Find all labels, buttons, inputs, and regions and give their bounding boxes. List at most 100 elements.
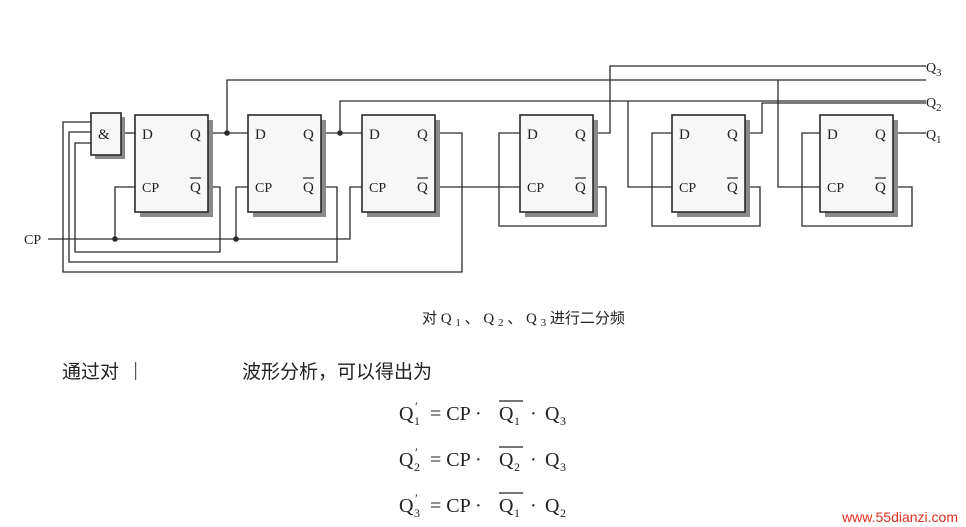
output-label-sub: 2 [936, 102, 942, 114]
eq-prime-mark: ′ [415, 491, 418, 506]
flipflop-body [134, 114, 209, 213]
flipflop-q-pin: Q [417, 127, 428, 143]
eq-bar-base: Q [499, 449, 514, 471]
caption-sep: 、 [465, 311, 480, 327]
eq-bar-sub: 1 [514, 506, 520, 520]
eq-prime-mark: ′ [415, 399, 418, 414]
flipflop-q-pin: Q [303, 127, 314, 143]
flipflop-cp-pin: CP [255, 181, 272, 196]
eq-lhs-base: Q [399, 449, 414, 471]
eq-bar-base: Q [499, 495, 514, 517]
caption-suffix: 进行二分频 [550, 310, 625, 327]
wire-cp-to-ff1 [114, 186, 135, 239]
eq-equals-cp: = CP · [430, 449, 482, 471]
caption-prefix: 对 [422, 310, 441, 327]
flipflop-q-pin: Q [875, 127, 886, 143]
caption-q-sub: 3 [541, 317, 547, 329]
caption-q-base: Q [526, 311, 537, 327]
eq-dot: · [530, 403, 537, 425]
flipflop-q-pin: Q [575, 127, 586, 143]
eq-lhs-sub: 2 [414, 460, 420, 474]
wire-ff5-loop [651, 132, 761, 227]
flipflop-d-pin: D [527, 127, 538, 143]
flipflop-body [519, 114, 594, 213]
diagram-caption: 对 Q 1 、 Q 2 、 Q 3 进行二分频 [422, 310, 625, 330]
junction-dot [112, 236, 118, 242]
flipflop-cp-pin: CP [679, 181, 696, 196]
flipflop-qbar-pin: Q [875, 180, 886, 196]
eq-dot: · [530, 449, 537, 471]
output-label-sub: 1 [936, 134, 942, 146]
and-gate-body [90, 112, 122, 156]
wire-ff1-qbar-feedback [74, 142, 221, 253]
eq-last-sub: 3 [560, 460, 566, 474]
flipflop-qbar-pin: Q [417, 180, 428, 196]
junction-dots [112, 130, 343, 242]
eq-prime-mark: ′ [415, 445, 418, 460]
eq-last-sub: 2 [560, 506, 566, 520]
watermark-text: www.55dianzi.com [841, 509, 958, 525]
caption-q-sub: 2 [498, 317, 504, 329]
cp-input-label: CP [24, 233, 41, 248]
output-label-sub: 3 [936, 67, 942, 79]
flipflop-q-pin: Q [190, 127, 201, 143]
wire-ff5-q-to-q2 [744, 102, 926, 134]
caption-q-base: Q [441, 311, 452, 327]
junction-dot [337, 130, 343, 136]
wire-cp-to-ff2 [235, 186, 248, 239]
caption-sep: 、 [507, 311, 522, 327]
flipflop-body [671, 114, 746, 213]
wire-to-ff5-cp [627, 101, 672, 188]
flipflop-d-pin: D [827, 127, 838, 143]
output-label-base: Q [926, 61, 936, 76]
eq-lhs-sub: 1 [414, 414, 420, 428]
flipflop-d-pin: D [369, 127, 380, 143]
d-flipflop: D Q CP Q [247, 114, 326, 217]
flipflop-cp-pin: CP [369, 181, 386, 196]
flipflop-d-pin: D [255, 127, 266, 143]
flipflop-body [247, 114, 322, 213]
text-cursor-mark [135, 362, 137, 380]
eq-equals-cp: = CP · [430, 495, 482, 517]
eq-lhs-base: Q [399, 495, 414, 517]
eq-lhs-base: Q [399, 403, 414, 425]
flipflop-qbar-pin: Q [303, 180, 314, 196]
wire-q3-bus [226, 79, 926, 133]
flipflop-qbar-pin: Q [190, 180, 201, 196]
caption-q-sub: 1 [455, 317, 461, 329]
eq-bar-sub: 2 [514, 460, 520, 474]
eq-last-base: Q [545, 495, 560, 517]
eq-bar-base: Q [499, 403, 514, 425]
output-label-base: Q [926, 96, 936, 111]
output-label-q3: Q 3 [926, 61, 942, 79]
flipflop-d-pin: D [679, 127, 690, 143]
flipflop-qbar-pin: Q [575, 180, 586, 196]
wire-ff4-loop [498, 132, 607, 227]
wire-ff6-loop [801, 132, 913, 227]
circuit-wires [48, 65, 926, 273]
wire-cp-main [48, 186, 362, 240]
junction-dot [233, 236, 239, 242]
wire-to-ff6-cp [777, 80, 820, 188]
eq-last-base: Q [545, 403, 560, 425]
and-gate-symbol: & [98, 127, 110, 143]
wire-ff3-q-feedback [62, 121, 463, 273]
junction-dot [224, 130, 230, 136]
output-label-base: Q [926, 128, 936, 143]
eq-dot: · [530, 495, 537, 517]
flipflop-cp-pin: CP [142, 181, 159, 196]
eq-last-base: Q [545, 449, 560, 471]
flipflop-d-pin: D [142, 127, 153, 143]
paragraph-left: 通过对 [62, 361, 119, 383]
paragraph-right: 波形分析，可以得出为 [242, 361, 432, 383]
eq-bar-sub: 1 [514, 414, 520, 428]
flipflop-qbar-pin: Q [727, 180, 738, 196]
